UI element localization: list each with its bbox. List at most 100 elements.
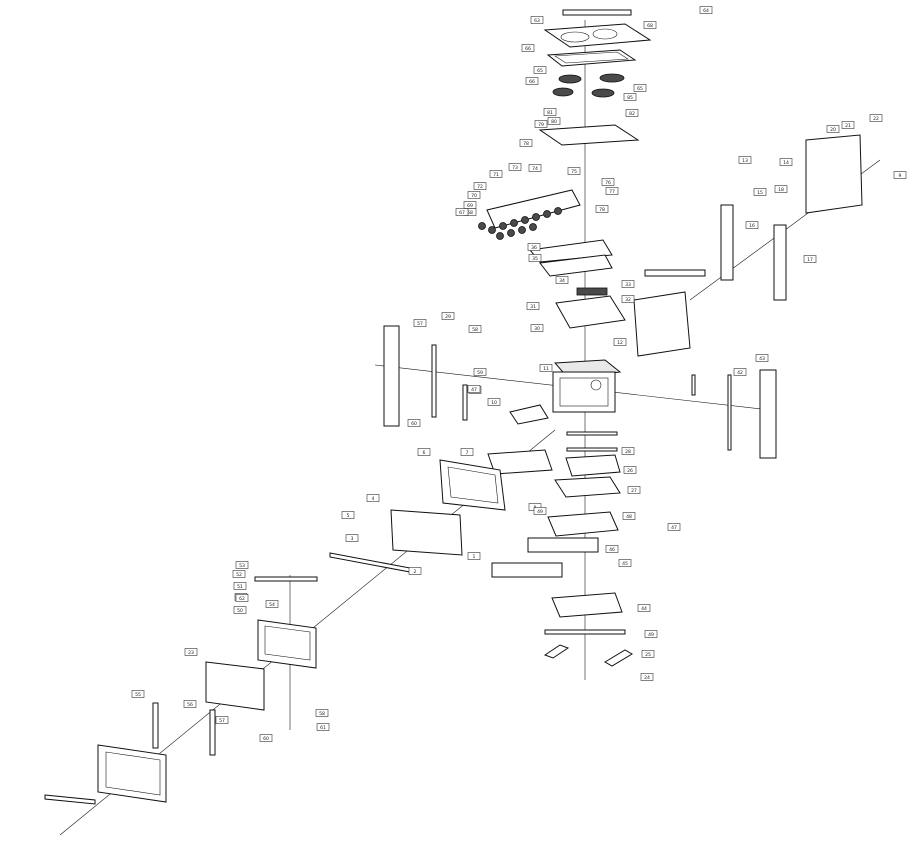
callout-label: 60 [407,419,421,427]
callout-box [473,368,487,376]
bottom-rail [544,629,626,635]
callout-number: 30 [534,326,540,332]
callout-number: 34 [559,278,565,284]
callout-box [467,385,481,393]
door-top-trim [254,576,318,582]
callout-label: 17 [803,255,817,263]
callout-number: 57 [417,321,423,327]
side-panel-right [759,369,777,459]
callout-box [233,582,247,590]
rack-rail-lower [566,447,618,452]
callout-box [467,191,481,199]
terminal-block [576,287,608,296]
callout-label: 59 [473,368,487,376]
callout-label: 21 [841,121,855,129]
callout-label: 58 [468,325,482,333]
side-trim-right [727,374,732,451]
zone-right [592,28,618,40]
callout-box [345,534,359,542]
callout-box [528,254,542,262]
rear-bracket-right [773,224,787,301]
callout-label: 52 [232,570,246,578]
callout-number: 29 [445,314,451,320]
callout-label: 44 [637,604,651,612]
callout-box [555,276,569,284]
callout-number: 61 [320,725,326,731]
callout-label: 54 [265,600,279,608]
foot-bracket-right [604,649,633,667]
callout-number: 85 [627,95,633,101]
callout-number: 3 [351,536,354,542]
callout-label: 70 [467,191,481,199]
callout-label: 26 [623,466,637,474]
door-side-strip-mid [209,709,216,756]
callout-box [233,606,247,614]
callout-label: 68 [643,21,657,29]
side-trim-left [431,344,437,418]
bottom-element [565,454,621,477]
callout-number: 55 [135,692,141,698]
control-panel-assembly [478,189,613,296]
assembly-axes [59,20,881,836]
callout-label: 2 [408,567,422,575]
frame-inner [554,51,629,64]
callout-box [543,108,557,116]
callout-box [473,182,487,190]
drawer-frame [547,511,619,537]
callout-number: 28 [625,449,631,455]
callout-number: 62 [239,596,245,602]
callout-number: 15 [757,190,763,196]
callout-label: 30 [530,324,544,332]
callout-label: 23 [184,648,198,656]
callout-number: 31 [530,304,536,310]
callout-number: 14 [783,160,789,166]
callout-number: 36 [531,245,537,251]
back-trim [562,9,632,16]
callout-label: 53 [235,561,249,569]
element-plate [538,124,640,146]
callout-box [803,255,817,263]
oven-cavity-assembly [383,295,777,459]
callout-label: 12 [613,338,627,346]
callout-number: 4 [372,496,375,502]
callout-box [533,507,547,515]
callout-label: 3 [345,534,359,542]
callout-number: 2 [414,569,417,575]
callout-box [184,648,198,656]
callout-number: 47 [471,387,477,393]
callout-label: 24 [640,673,654,681]
heating-element-3 [552,87,574,97]
callout-label: 72 [473,182,487,190]
callout-number: 72 [477,184,483,190]
callout-box [622,512,636,520]
callout-label: 42 [733,368,747,376]
callout-label: 75 [567,167,581,175]
side-panel-left [383,325,400,427]
callout-number: 35 [532,256,538,262]
callout-box [605,187,619,195]
callout-box [530,324,544,332]
callout-box [519,139,533,147]
callout-box [667,523,681,531]
callout-box [316,723,330,731]
callout-label: 58 [315,709,329,717]
callout-label: 78 [595,205,609,213]
callout-label: 85 [623,93,637,101]
callout-box [621,447,635,455]
callout-number: 58 [319,711,325,717]
callout-box [235,594,249,602]
callout-box [341,511,355,519]
callout-number: 42 [737,370,743,376]
callout-number: 80 [551,119,557,125]
callout-number: 9 [899,173,902,179]
callout-label: 50 [233,606,247,614]
callout-label: 32 [621,295,635,303]
callout-box [644,630,658,638]
callout-box [183,700,197,708]
callout-label: 6 [417,448,431,456]
callout-box [841,121,855,129]
hinge-bracket-right [691,374,696,396]
callout-box [595,205,609,213]
callout-number: 6 [423,450,426,456]
